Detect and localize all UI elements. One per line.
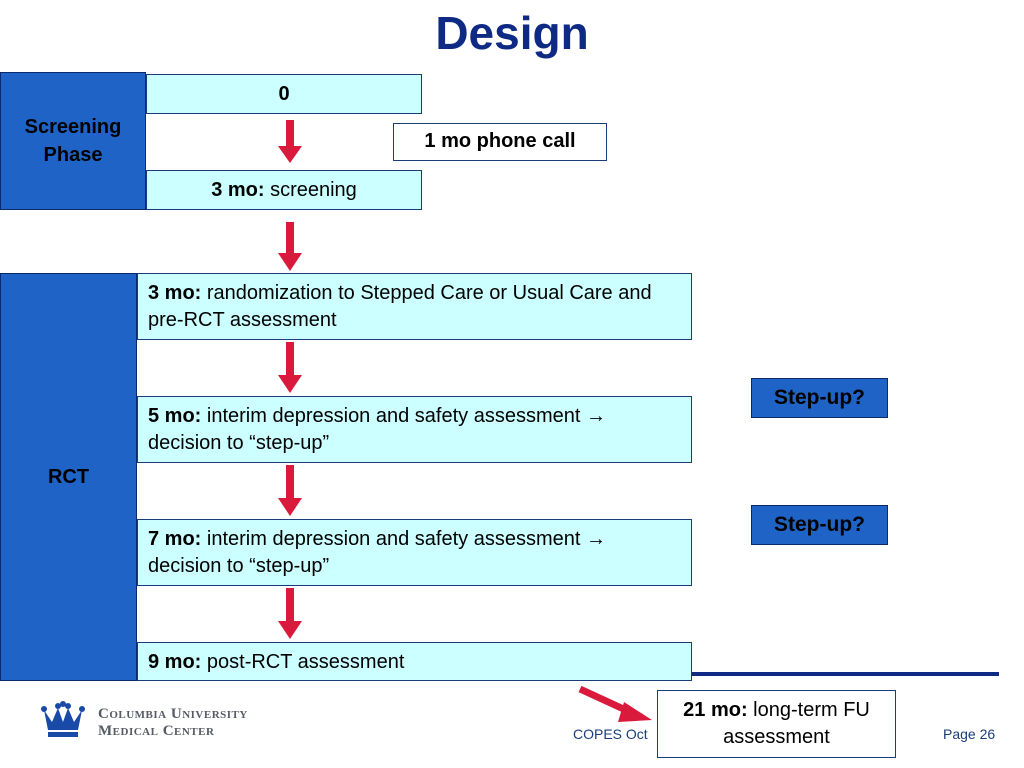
logo-line-2: Medical Center (98, 723, 215, 739)
rct-label: RCT (47, 466, 90, 488)
logo-line-1: Columbia University (98, 706, 248, 722)
phone-call-label: 1 mo phone call (424, 130, 576, 152)
screening-phase-block: Screening Phase (0, 72, 146, 210)
slide-title: Design (435, 7, 589, 59)
randomization-time: 3 mo: (148, 282, 202, 304)
long-term-box: 21 mo: long-term FU assessment (657, 690, 896, 758)
screening-text: screening (264, 179, 357, 201)
interim-7-box: 7 mo: interim depression and safety asse… (137, 519, 692, 586)
page-number: Page 26 (943, 726, 996, 742)
screening-phase-label: Screening Phase (24, 116, 122, 166)
step-up-box-2: Step-up? (751, 505, 888, 545)
randomization-text: randomization to Stepped Care or Usual C… (148, 282, 652, 331)
arrow-down-icon (278, 222, 302, 271)
interim-5-time: 5 mo: (148, 405, 202, 427)
interim-5-box: 5 mo: interim depression and safety asse… (137, 396, 692, 463)
arrow-down-icon (278, 120, 302, 163)
long-term-time: 21 mo: (683, 699, 748, 721)
month-0-box: 0 (146, 74, 422, 114)
logo-text: Columbia University Medical Center (98, 706, 248, 740)
post-rct-time: 9 mo: (148, 651, 202, 673)
arrow-down-icon (278, 465, 302, 516)
month-0-label: 0 (278, 83, 290, 105)
footer-conference: COPES Oct (573, 726, 648, 742)
arrow-down-icon (278, 342, 302, 393)
step-up-box-1: Step-up? (751, 378, 888, 418)
step-up-label-2: Step-up? (774, 513, 865, 536)
rct-block: RCT (0, 273, 137, 681)
long-term-text: long-term FU assessment (723, 699, 870, 748)
interim-7-text: interim depression and safety assessment… (148, 528, 606, 577)
post-rct-box: 9 mo: post-RCT assessment (137, 642, 692, 681)
arrow-diagonal-icon (578, 685, 652, 722)
screening-box: 3 mo: screening (146, 170, 422, 210)
footer-rule (692, 672, 999, 676)
randomization-box: 3 mo: randomization to Stepped Care or U… (137, 273, 692, 340)
arrow-down-icon (278, 588, 302, 639)
interim-7-time: 7 mo: (148, 528, 202, 550)
post-rct-text: post-RCT assessment (201, 651, 405, 673)
screening-time: 3 mo: (211, 179, 265, 201)
phone-call-box: 1 mo phone call (393, 123, 607, 161)
interim-5-text: interim depression and safety assessment… (148, 405, 606, 454)
crown-icon (41, 701, 85, 737)
step-up-label-1: Step-up? (774, 386, 865, 409)
